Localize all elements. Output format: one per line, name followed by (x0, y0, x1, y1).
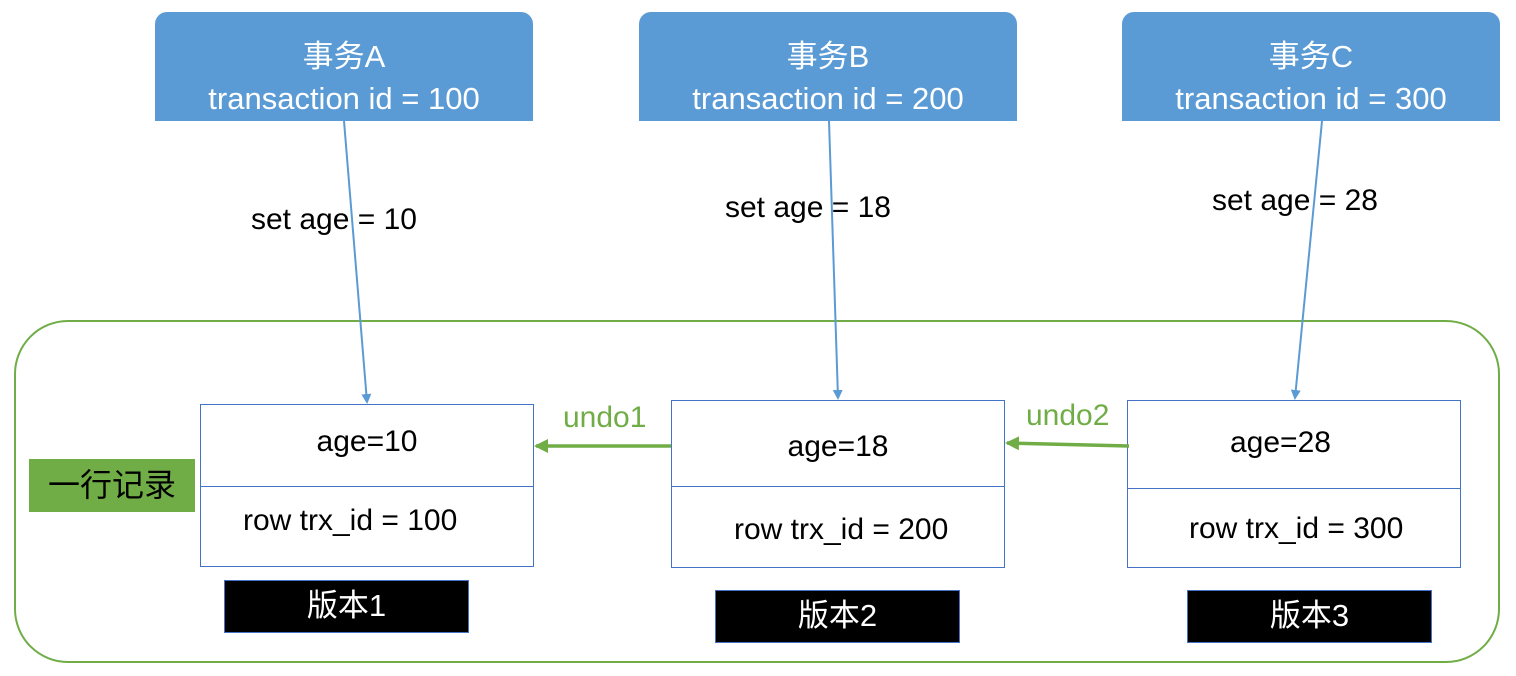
undo2-label: undo2 (1026, 399, 1110, 432)
transaction-b-id: transaction id = 200 (692, 81, 964, 116)
version-1-label: 版本1 (224, 580, 469, 633)
transaction-c-box: 事务C transaction id = 300 (1122, 12, 1500, 121)
set-arrow-a (343, 120, 372, 404)
transaction-c-title: 事务C (1268, 39, 1354, 74)
transaction-c-id: transaction id = 300 (1175, 81, 1447, 116)
undo1-label: undo1 (563, 401, 647, 434)
version-2-age: age=18 (787, 430, 889, 463)
version-1-age: age=10 (316, 425, 418, 458)
version-3-box: age=28 row trx_id = 300 (1127, 400, 1461, 568)
version-1-trx-id: row trx_id = 100 (243, 504, 458, 537)
transaction-a-title: 事务A (302, 39, 386, 74)
row-record-container (14, 320, 1500, 663)
undo2-arrow (1005, 436, 1130, 451)
set-arrow-b (828, 120, 843, 400)
version-2-trx-id: row trx_id = 200 (734, 513, 949, 546)
version-1-box: age=10 row trx_id = 100 (200, 404, 534, 567)
version-3-divider (1128, 488, 1460, 489)
version-1-divider (201, 486, 533, 487)
version-2-label: 版本2 (715, 590, 960, 643)
version-3-trx-id: row trx_id = 300 (1189, 512, 1404, 545)
version-3-age: age=28 (1230, 426, 1331, 459)
set-age-c-label: set age = 28 (1212, 184, 1378, 217)
version-3-label: 版本3 (1187, 590, 1432, 643)
version-2-divider (672, 486, 1004, 487)
set-arrow-c (1290, 120, 1323, 400)
transaction-b-title: 事务B (786, 39, 870, 74)
set-age-a-label: set age = 10 (251, 203, 417, 236)
transaction-a-id: transaction id = 100 (208, 81, 480, 116)
row-record-label: 一行记录 (29, 459, 195, 512)
set-age-b-label: set age = 18 (725, 191, 891, 224)
transaction-a-box: 事务A transaction id = 100 (155, 12, 533, 121)
version-2-box: age=18 row trx_id = 200 (671, 400, 1005, 568)
transaction-b-box: 事务B transaction id = 200 (639, 12, 1017, 121)
